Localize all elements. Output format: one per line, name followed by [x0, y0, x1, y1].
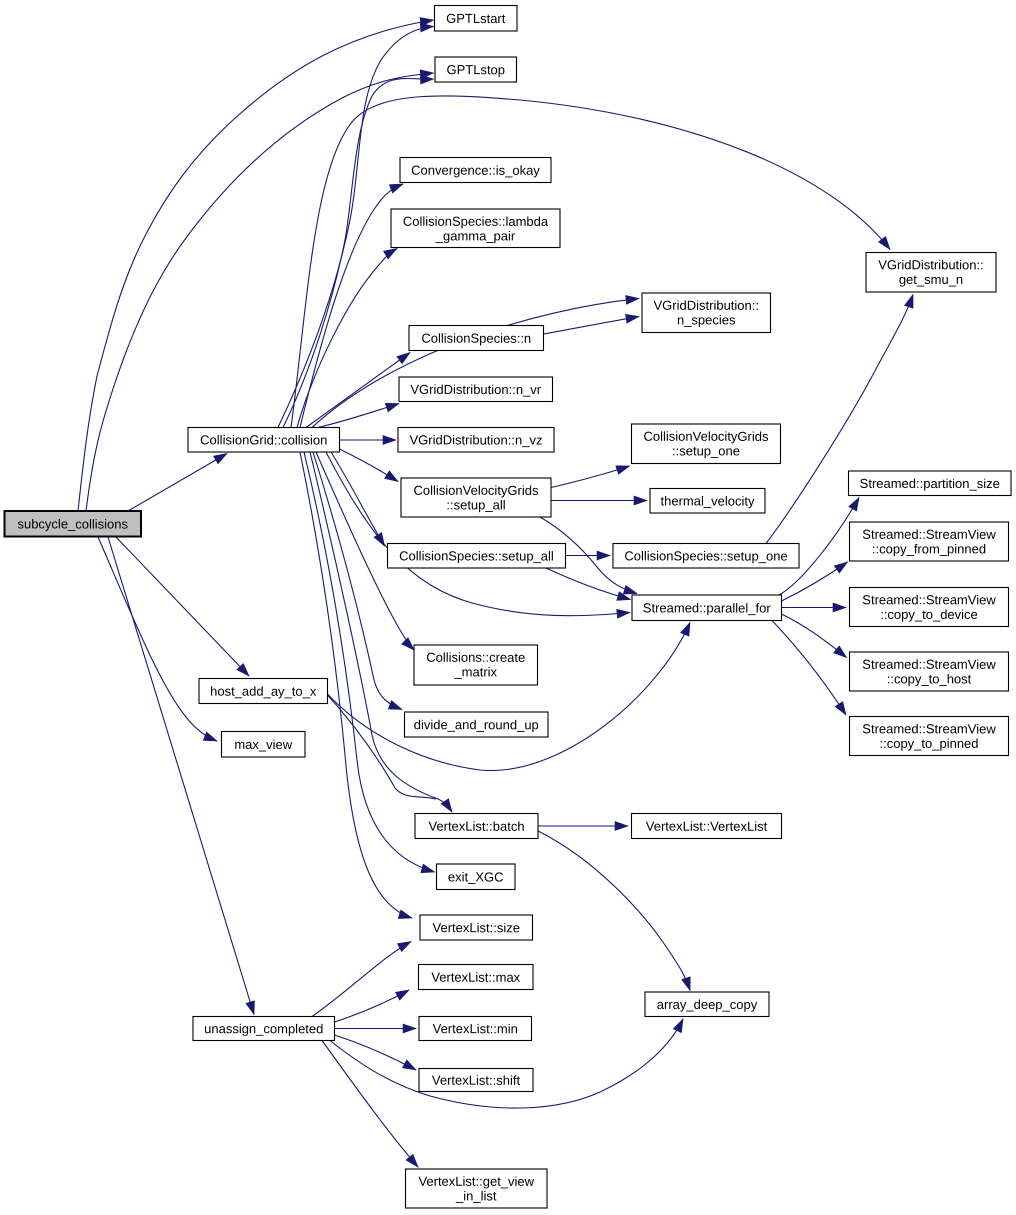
svg-text:Convergence::is_okay: Convergence::is_okay — [411, 163, 540, 178]
svg-text:CollisionSpecies::lambda: CollisionSpecies::lambda — [403, 214, 549, 229]
svg-text:VertexList::get_view: VertexList::get_view — [418, 1174, 534, 1189]
svg-text:::setup_all: ::setup_all — [446, 497, 505, 512]
svg-text:CollisionVelocityGrids: CollisionVelocityGrids — [413, 483, 538, 498]
svg-text:::copy_to_device: ::copy_to_device — [880, 607, 978, 622]
svg-text:VGridDistribution::: VGridDistribution:: — [878, 257, 983, 272]
svg-text:::setup_one: ::setup_one — [672, 443, 740, 458]
svg-text:Streamed::partition_size: Streamed::partition_size — [860, 476, 1000, 491]
svg-text:_matrix: _matrix — [453, 664, 497, 679]
svg-text:VGridDistribution::n_vz: VGridDistribution::n_vz — [410, 432, 543, 447]
svg-text:unassign_completed: unassign_completed — [204, 1021, 323, 1036]
svg-text:array_deep_copy: array_deep_copy — [657, 997, 758, 1012]
svg-text:max_view: max_view — [234, 737, 292, 752]
svg-text:host_add_ay_to_x: host_add_ay_to_x — [210, 684, 317, 699]
svg-text:CollisionVelocityGrids: CollisionVelocityGrids — [643, 429, 768, 444]
svg-text:thermal_velocity: thermal_velocity — [661, 493, 755, 508]
svg-text:VertexList::max: VertexList::max — [431, 970, 520, 985]
svg-text:subcycle_collisions: subcycle_collisions — [17, 516, 128, 531]
svg-text:get_smu_n: get_smu_n — [899, 272, 963, 287]
svg-text:Streamed::StreamView: Streamed::StreamView — [862, 592, 996, 607]
svg-text:VertexList::min: VertexList::min — [433, 1021, 518, 1036]
svg-text:Streamed::StreamView: Streamed::StreamView — [862, 657, 996, 672]
svg-text:VertexList::shift: VertexList::shift — [432, 1073, 521, 1088]
svg-text:divide_and_round_up: divide_and_round_up — [414, 717, 539, 732]
svg-text:GPTLstart: GPTLstart — [446, 11, 506, 26]
svg-text:VGridDistribution::n_vr: VGridDistribution::n_vr — [410, 382, 541, 397]
svg-text:VertexList::VertexList: VertexList::VertexList — [646, 819, 768, 834]
svg-text:::copy_to_pinned: ::copy_to_pinned — [879, 736, 978, 751]
svg-text:CollisionSpecies::n: CollisionSpecies::n — [421, 331, 531, 346]
svg-text:exit_XGC: exit_XGC — [448, 869, 504, 884]
svg-text:Streamed::StreamView: Streamed::StreamView — [862, 527, 996, 542]
svg-text:Streamed::parallel_for: Streamed::parallel_for — [643, 600, 772, 615]
svg-text:CollisionSpecies::setup_one: CollisionSpecies::setup_one — [624, 548, 787, 563]
svg-text:Collisions::create: Collisions::create — [426, 650, 525, 665]
svg-text:GPTLstop: GPTLstop — [446, 62, 505, 77]
svg-text:Streamed::StreamView: Streamed::StreamView — [862, 721, 996, 736]
svg-text:CollisionSpecies::setup_all: CollisionSpecies::setup_all — [399, 548, 554, 563]
svg-text:VertexList::batch: VertexList::batch — [428, 819, 524, 834]
svg-text:_in_list: _in_list — [455, 1188, 497, 1203]
svg-text:::copy_from_pinned: ::copy_from_pinned — [872, 541, 986, 556]
svg-text:n_species: n_species — [677, 312, 736, 327]
svg-text:CollisionGrid::collision: CollisionGrid::collision — [200, 432, 327, 447]
svg-text:VertexList::size: VertexList::size — [433, 920, 520, 935]
svg-text:::copy_to_host: ::copy_to_host — [887, 671, 972, 686]
svg-text:_gamma_pair: _gamma_pair — [435, 228, 516, 243]
svg-text:VGridDistribution::: VGridDistribution:: — [654, 298, 759, 313]
